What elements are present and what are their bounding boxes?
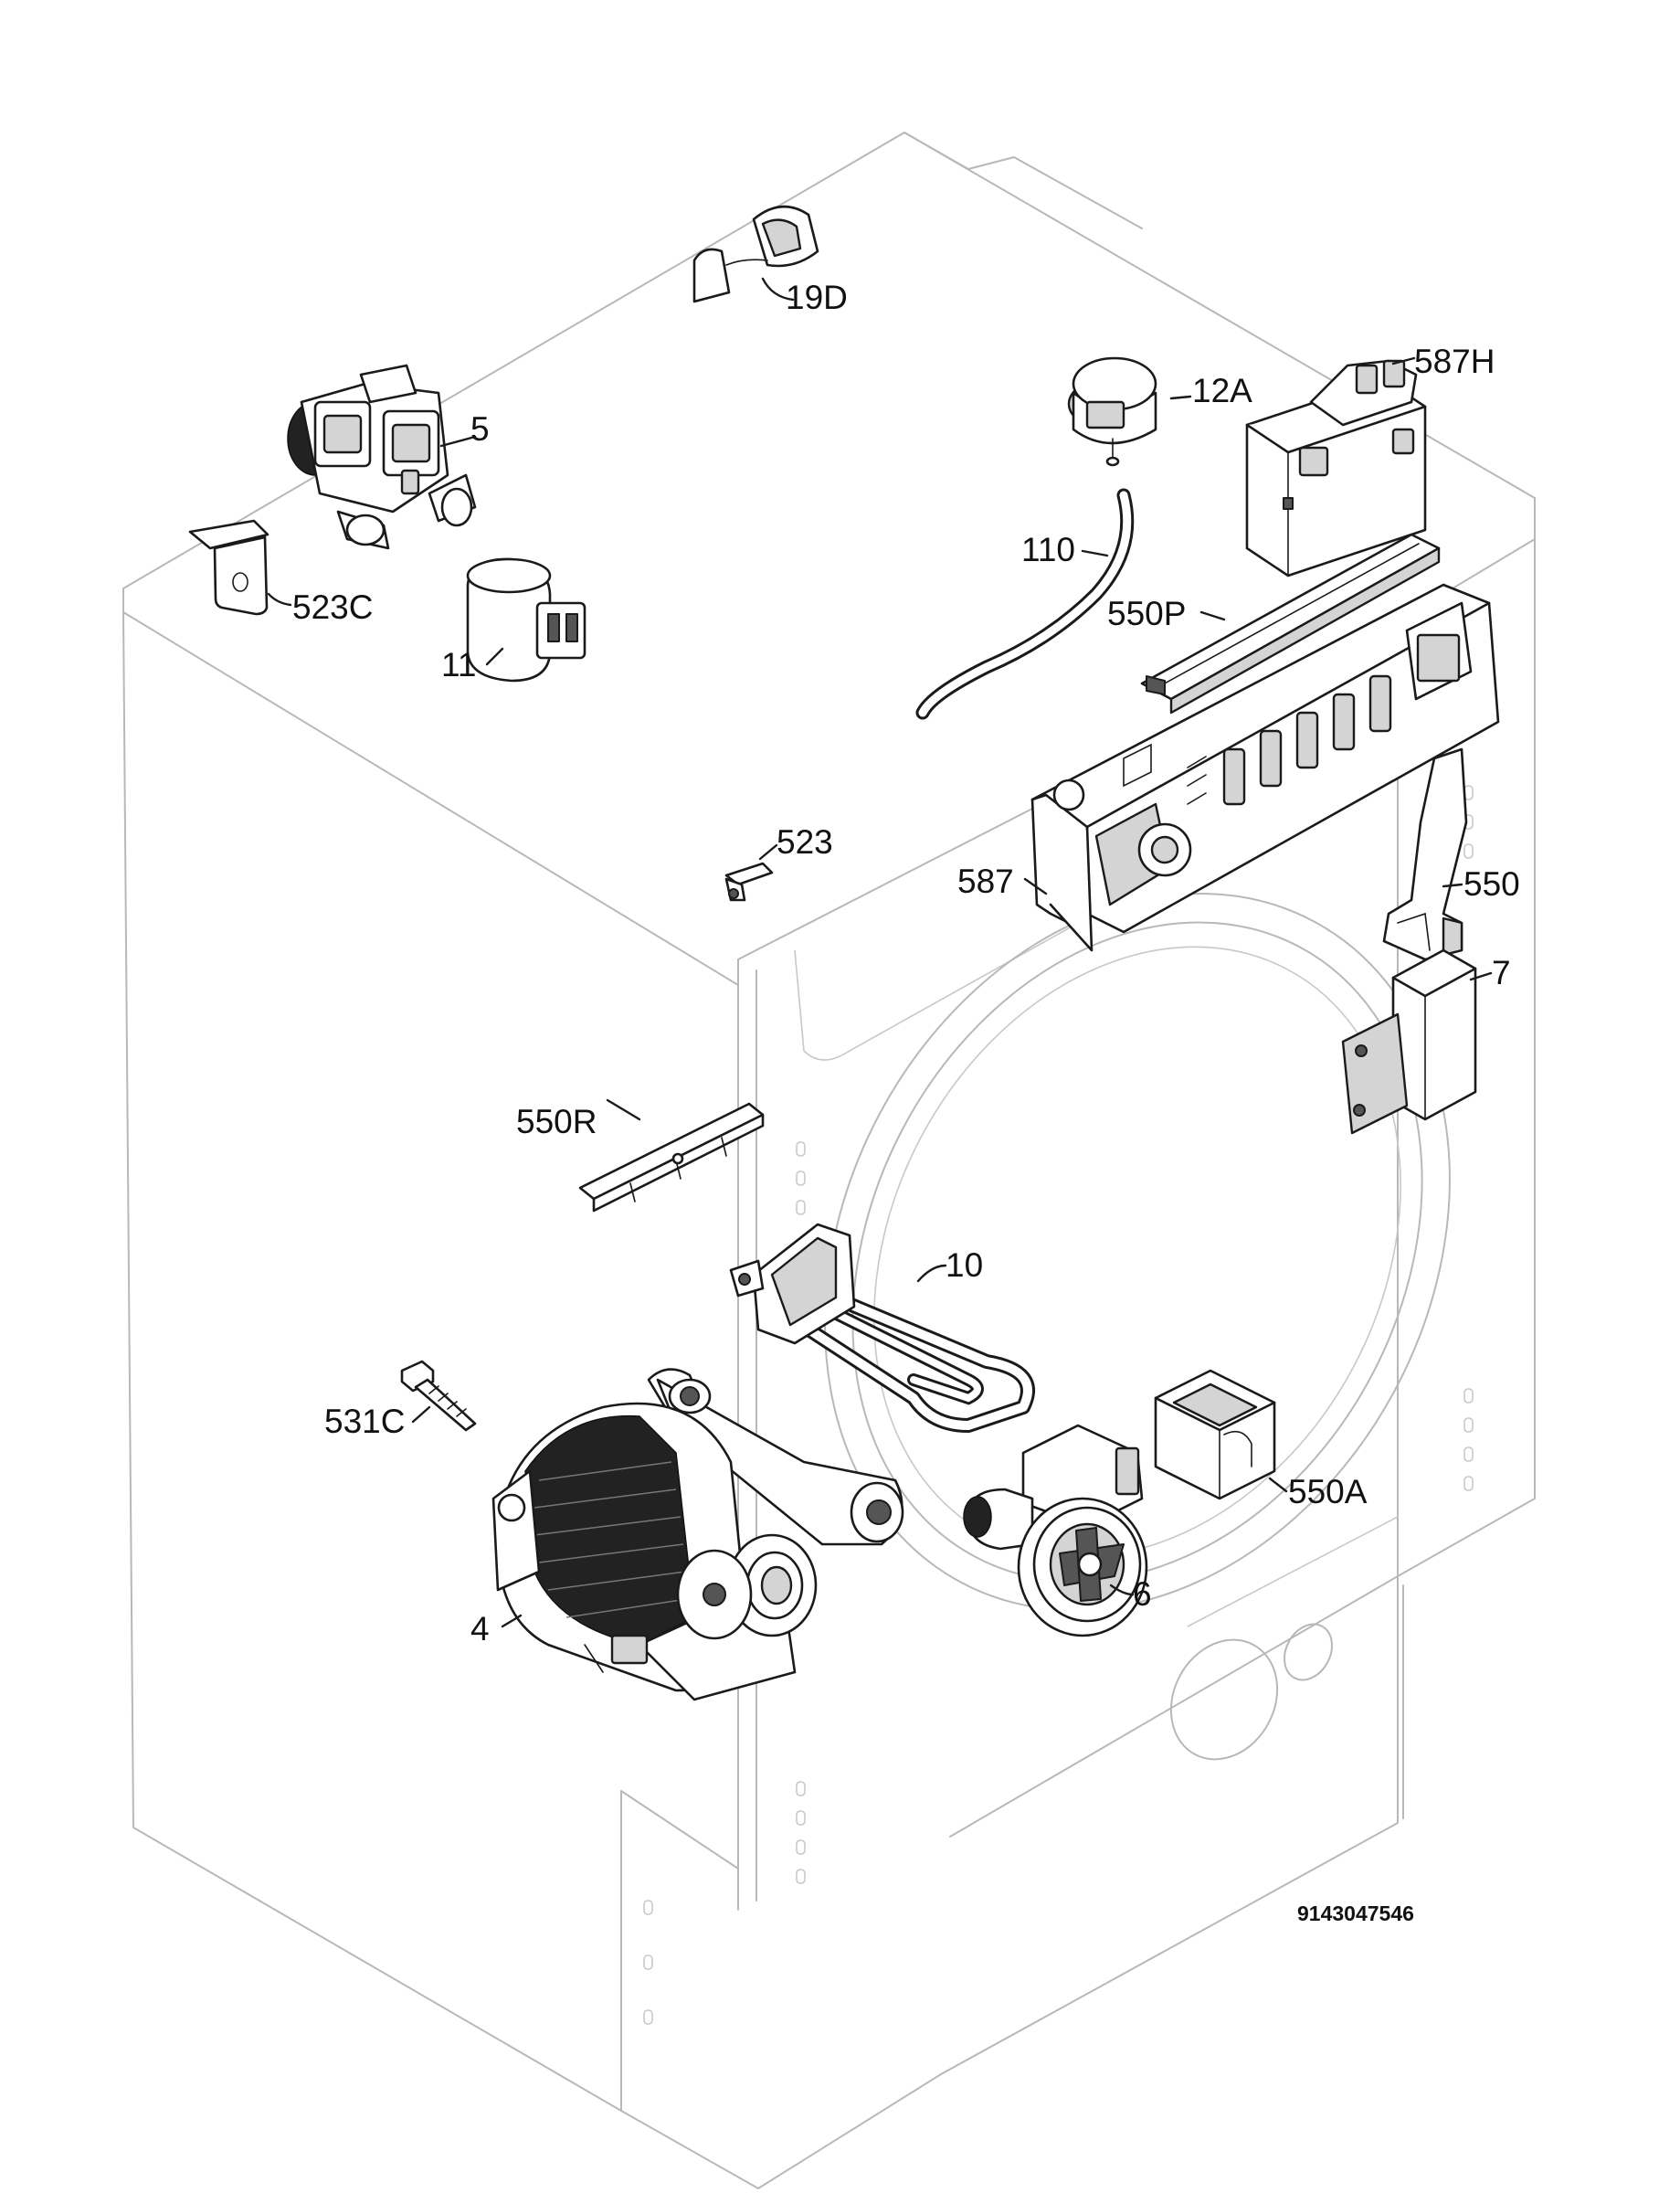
callout-550p: 550P [1107,595,1186,632]
part-10-heating-element [729,1223,1035,1433]
callout-10: 10 [946,1246,983,1284]
part-5-inlet-valve [287,364,477,550]
callout-523: 523 [777,823,833,861]
part-6-drain-pump [963,1424,1148,1637]
callout-550a: 550A [1288,1473,1368,1510]
callout-7: 7 [1492,954,1511,991]
part-523-clip [724,862,774,902]
part-4-motor [491,1368,904,1701]
part-587-control-board [1030,583,1500,952]
part-110-hose [915,488,1135,720]
callout-6: 6 [1133,1575,1152,1613]
callout-11: 11 [441,646,476,683]
part-550a-cover-box [1154,1369,1276,1500]
callout-19d: 19D [786,279,848,316]
part-7-filter [1341,948,1477,1135]
callout-550r: 550R [516,1103,597,1140]
leader-lines [267,277,1493,1628]
cabinet-outline [122,132,1536,2189]
part-11-capacitor [466,557,586,683]
part-550-bracket-arm [1382,747,1468,961]
callout-labels: 19D 5 12A 587H 523C 110 550P 11 523 587 … [292,279,1520,1647]
callout-5: 5 [470,410,490,448]
callout-4: 4 [470,1610,490,1647]
part-12a-pressure-switch [1067,356,1157,467]
callout-587: 587 [957,863,1014,900]
part-550p-control-strip [1140,533,1441,715]
part-550r-bracket-plate [578,1102,765,1213]
callout-12a: 12A [1192,372,1252,409]
part-587h-module [1245,359,1427,577]
part-19d-grommet [692,205,819,303]
callout-587h: 587H [1414,343,1495,380]
callout-531c: 531C [324,1403,405,1440]
callout-523c: 523C [292,588,373,626]
callout-550: 550 [1463,865,1520,903]
part-531c-screw [400,1360,477,1432]
callout-110: 110 [1021,531,1075,568]
diagram-code: 9143047546 [1297,1902,1414,1925]
part-523c-bracket [188,519,269,616]
